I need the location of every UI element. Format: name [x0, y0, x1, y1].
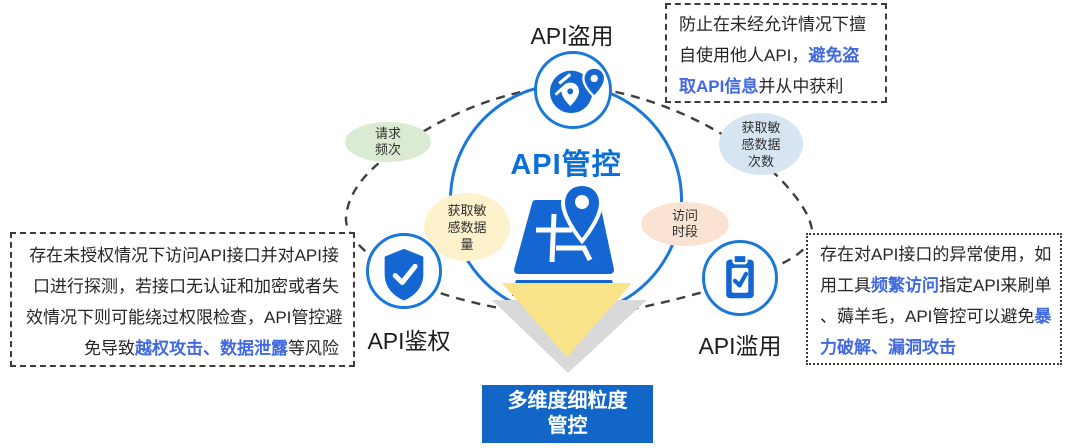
globe-pins-icon — [549, 66, 607, 114]
factor-label: 请求频次 — [374, 126, 401, 157]
map-location-pin-icon — [512, 181, 616, 296]
factor-sensitive-data-count: 获取敏感数据次数 — [719, 113, 803, 175]
conclusion-box: 多维度细粒度管控 — [482, 385, 653, 443]
factor-label: 获取敏感数据量 — [447, 202, 487, 252]
factor-request-frequency: 请求频次 — [345, 122, 431, 162]
conclusion-label: 多维度细粒度管控 — [507, 390, 628, 437]
note-box-theft: 防止在未经允许情况下擅自使用他人API，避免盗取API信息并从中获利 — [665, 3, 887, 103]
node-circle-abuse — [702, 240, 778, 316]
factor-access-period: 访问时段 — [641, 202, 729, 246]
note-box-auth: 存在未授权情况下访问API接口并对API接口进行探测，若接口无认证和加密或者失效… — [10, 232, 355, 367]
factor-label: 访问时段 — [671, 208, 698, 239]
note-box-abuse: 存在对API接口的异常使用，如用工具频繁访问指定API来刷单、薅羊毛，API管控… — [806, 233, 1062, 365]
node-circle-theft — [534, 51, 612, 129]
main-title: API管控 — [510, 149, 622, 181]
shield-check-icon — [384, 248, 424, 301]
node-label-theft: API盗用 — [530, 23, 614, 49]
node-label-abuse: API滥用 — [698, 333, 782, 359]
clipboard-check-icon — [726, 253, 754, 299]
factor-label: 获取敏感数据次数 — [741, 119, 781, 169]
node-circle-auth — [366, 233, 442, 309]
node-label-auth: API鉴权 — [367, 328, 451, 354]
